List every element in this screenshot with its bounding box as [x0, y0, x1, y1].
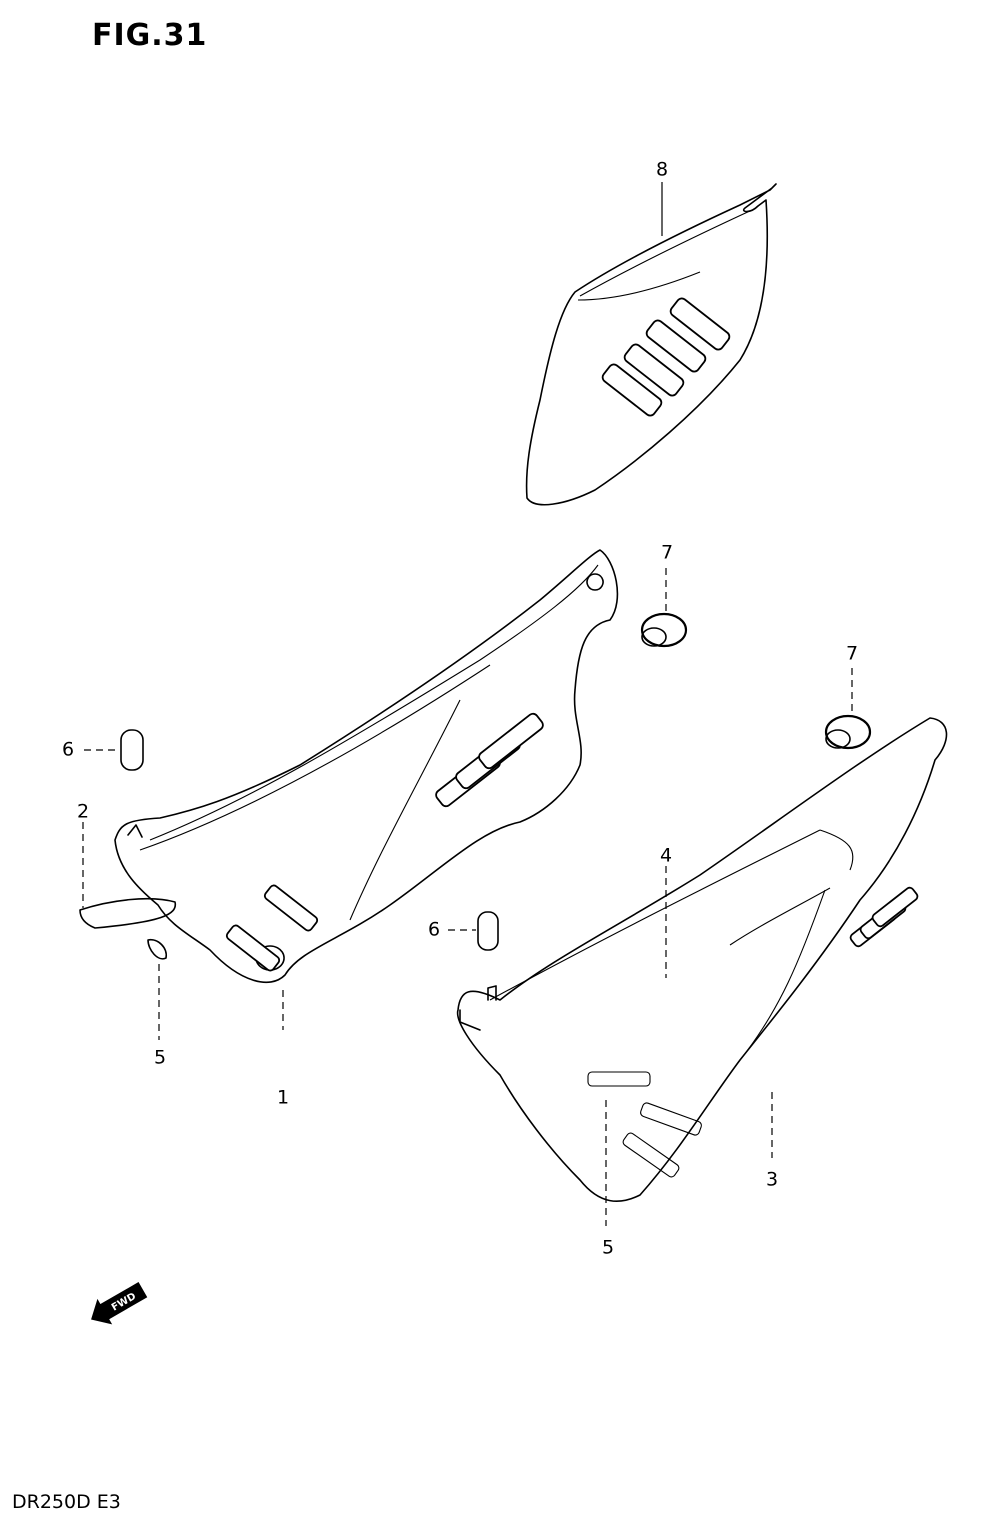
callout-2: 2 — [77, 801, 89, 823]
fwd-arrow-icon: FWD — [91, 1282, 148, 1325]
model-footer: DR250D E3 — [12, 1491, 121, 1513]
callout-8: 8 — [656, 159, 668, 181]
part-7-cushion-lower — [824, 714, 872, 750]
part-7-cushion-upper — [640, 612, 688, 648]
callout-7-upper: 7 — [661, 542, 673, 564]
part-3-right-frame-cover — [456, 717, 948, 1202]
callout-7-lower: 7 — [846, 643, 858, 665]
figure-title: FIG.31 — [92, 18, 208, 53]
callout-6-left: 6 — [62, 739, 74, 761]
callout-3: 3 — [766, 1169, 778, 1191]
part-6-bush-left — [120, 729, 144, 771]
callout-4: 4 — [660, 845, 672, 867]
callout-5-left: 5 — [154, 1047, 166, 1069]
leader-lines — [82, 182, 853, 1226]
part-6-bush-middle — [477, 911, 499, 951]
callout-1: 1 — [277, 1087, 289, 1109]
callout-6-middle: 6 — [428, 919, 440, 941]
callout-5-right: 5 — [602, 1237, 614, 1259]
part-1-left-frame-cover — [79, 549, 619, 984]
part-8-frame-cover — [525, 183, 777, 506]
